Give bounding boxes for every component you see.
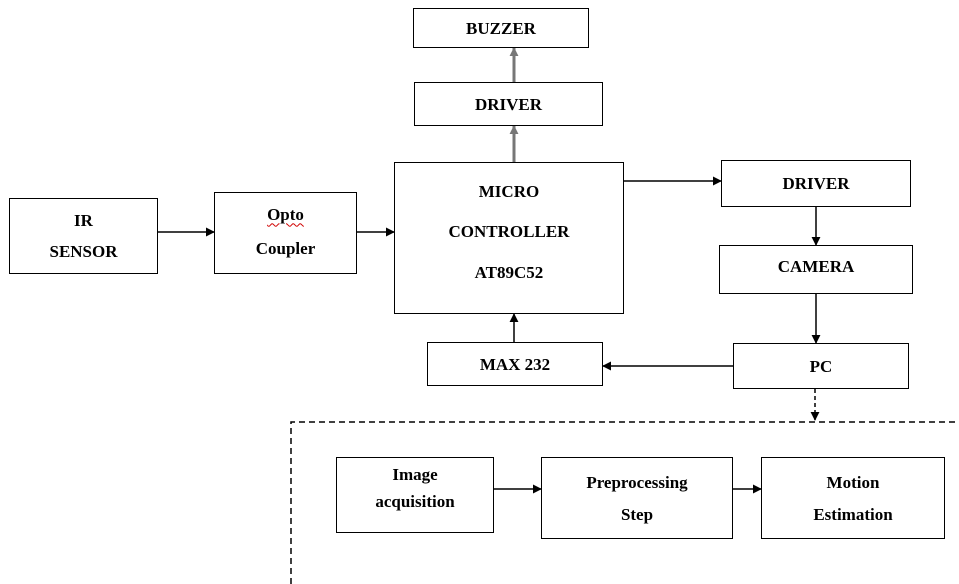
motion-line1: Motion — [826, 472, 880, 492]
preprocessing-block: Preprocessing Step — [541, 457, 733, 539]
max232-label: MAX 232 — [479, 354, 551, 374]
image-acq-line1: Image — [392, 465, 438, 484]
camera-block: CAMERA — [719, 245, 913, 294]
max232-block: MAX 232 — [427, 342, 603, 386]
processing-region-border — [290, 421, 958, 584]
driver-top-label: DRIVER — [474, 94, 543, 114]
opto-coupler-block: Opto Coupler — [214, 192, 357, 274]
micro-label-line2: CONTROLLER — [448, 222, 570, 242]
camera-label: CAMERA — [777, 257, 855, 276]
opto-line1: Opto — [267, 204, 304, 224]
opto-line2: Coupler — [255, 238, 316, 258]
preproc-line2: Step — [620, 504, 654, 524]
microcontroller-block: MICRO CONTROLLER AT89C52 — [394, 162, 624, 314]
image-acq-line2: acquisition — [375, 492, 455, 511]
pc-block: PC — [733, 343, 909, 389]
motion-estimation-block: Motion Estimation — [761, 457, 945, 539]
motion-line2: Estimation — [813, 504, 893, 524]
micro-label-line3: AT89C52 — [474, 263, 544, 283]
ir-sensor-line2: SENSOR — [49, 242, 118, 261]
preproc-line1: Preprocessing — [586, 472, 688, 492]
micro-label-line1: MICRO — [478, 181, 540, 201]
image-acquisition-block: Image acquisition — [336, 457, 494, 533]
ir-sensor-line1: IR — [74, 211, 93, 230]
buzzer-block: BUZZER — [413, 8, 589, 48]
buzzer-label: BUZZER — [466, 18, 536, 38]
driver-top-block: DRIVER — [414, 82, 603, 126]
ir-sensor-block: IR SENSOR — [9, 198, 158, 274]
pc-label: PC — [809, 356, 833, 376]
driver-right-label: DRIVER — [782, 174, 850, 193]
driver-right-block: DRIVER — [721, 160, 911, 207]
